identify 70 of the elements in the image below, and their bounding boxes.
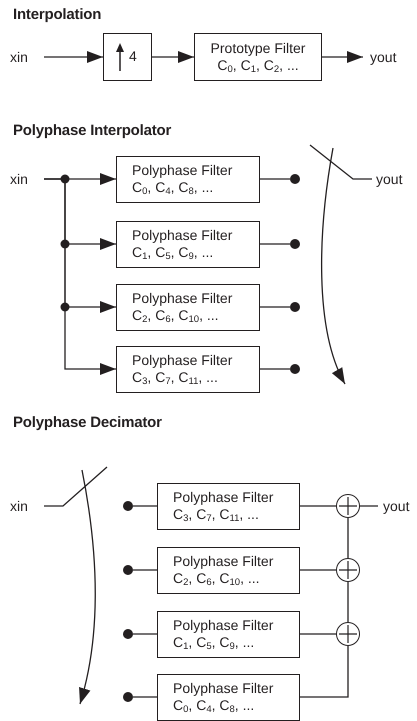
section-heading: Polyphase Interpolator xyxy=(13,122,172,139)
signal-label: yout xyxy=(372,170,412,188)
filter-name: Polyphase Filter xyxy=(173,489,274,506)
signal-line xyxy=(260,178,290,180)
adder-symbol xyxy=(336,494,360,518)
filter-box xyxy=(116,346,260,392)
terminal-dot xyxy=(290,302,300,312)
signal-label: yout xyxy=(363,48,409,66)
filter-name: Polyphase Filter xyxy=(132,227,234,244)
signal-label: yout xyxy=(378,497,412,515)
arrow xyxy=(322,51,363,63)
section-heading: Polyphase Decimator xyxy=(13,414,162,431)
coefficient-list: C$_{0}$, C$_{1}$, C$_{2}$, ... xyxy=(195,57,321,74)
signal-line xyxy=(133,505,157,507)
signal-line xyxy=(133,569,157,571)
switch-arm xyxy=(310,144,372,180)
terminal-dot xyxy=(290,364,300,374)
signal-line xyxy=(133,696,157,698)
terminal-dot xyxy=(290,239,300,249)
arrow xyxy=(152,51,194,63)
filter-name: Polyphase Filter xyxy=(132,352,234,369)
adder-symbol xyxy=(336,558,360,582)
terminal-dot xyxy=(123,501,133,511)
filter-name: Polyphase Filter xyxy=(173,553,274,570)
signal-line xyxy=(300,646,349,698)
coefficient-list: C$_{3}$, C$_{7}$, C$_{11}$, ... xyxy=(132,369,259,386)
section-heading: Interpolation xyxy=(13,6,102,23)
arrow xyxy=(44,51,103,63)
filter-name: Prototype Filter xyxy=(210,40,306,57)
signal-line xyxy=(300,633,336,635)
signal-line xyxy=(260,306,290,308)
coefficient-list: C$_{2}$, C$_{6}$, C$_{10}$, ... xyxy=(173,570,299,587)
signal-label: xin xyxy=(10,497,44,515)
filter-box xyxy=(157,482,300,530)
signal-label: xin xyxy=(10,48,44,66)
filter-box xyxy=(157,674,300,720)
coefficient-list: C$_{2}$, C$_{6}$, C$_{10}$, ... xyxy=(132,307,259,324)
filter-box xyxy=(116,156,260,202)
signal-line xyxy=(300,569,336,571)
filter-name: Polyphase Filter xyxy=(173,617,274,634)
upsampler-box xyxy=(103,33,152,81)
signal-line xyxy=(360,505,378,507)
filter-name: Polyphase Filter xyxy=(173,680,274,697)
filter-name: Polyphase Filter xyxy=(132,162,234,179)
signal-label: xin xyxy=(10,170,44,188)
filter-name: Polyphase Filter xyxy=(132,290,234,307)
signal-line xyxy=(133,633,157,635)
filter-box xyxy=(194,33,322,81)
signal-line xyxy=(300,505,336,507)
filter-box xyxy=(157,546,300,594)
terminal-dot xyxy=(123,565,133,575)
coefficient-list: C$_{3}$, C$_{7}$, C$_{11}$, ... xyxy=(173,506,299,523)
terminal-dot xyxy=(290,174,300,184)
signal-line xyxy=(260,368,290,370)
adder-symbol xyxy=(336,622,360,646)
coefficient-list: C$_{0}$, C$_{4}$, C$_{8}$, ... xyxy=(173,697,299,714)
signal-line xyxy=(347,518,349,558)
coefficient-list: C$_{1}$, C$_{5}$, C$_{9}$, ... xyxy=(132,244,259,261)
factor-label: 4 xyxy=(129,48,137,65)
filter-box xyxy=(116,220,260,268)
arrow xyxy=(44,178,116,375)
filter-box xyxy=(157,610,300,658)
signal-line xyxy=(347,582,349,622)
terminal-dot xyxy=(123,629,133,639)
terminal-dot xyxy=(123,692,133,702)
switch-arm xyxy=(44,466,108,507)
signal-line xyxy=(260,243,290,245)
coefficient-list: C$_{0}$, C$_{4}$, C$_{8}$, ... xyxy=(132,179,259,196)
coefficient-list: C$_{1}$, C$_{5}$, C$_{9}$, ... xyxy=(173,634,299,651)
filter-box xyxy=(116,284,260,330)
